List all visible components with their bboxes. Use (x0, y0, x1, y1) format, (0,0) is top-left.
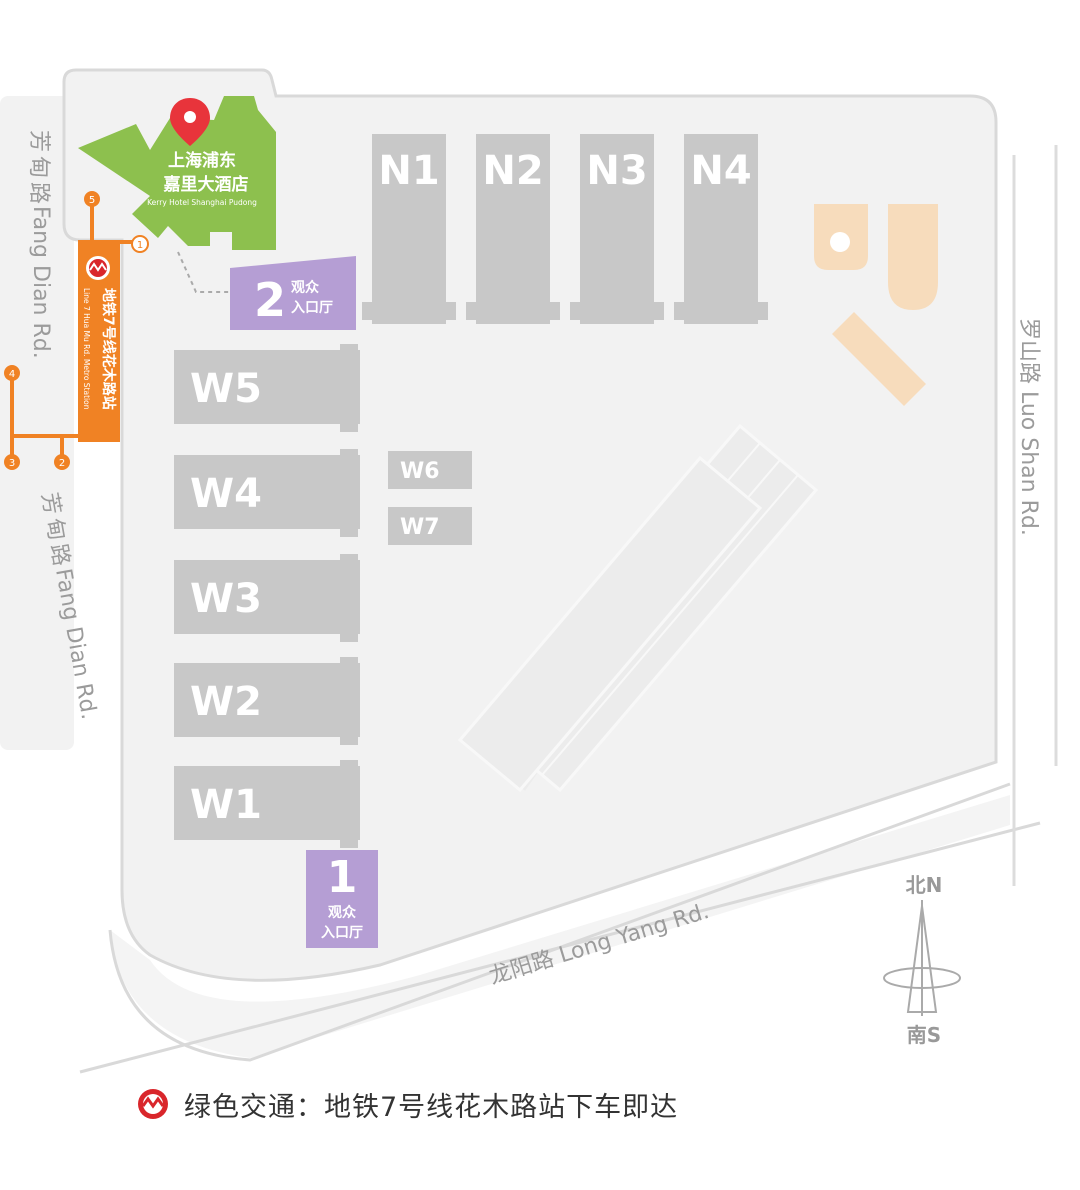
compass-north: 北N (906, 873, 943, 897)
hall-w4: W4 (174, 449, 360, 537)
fang-dian-road-top-cn: 芳甸路 (26, 130, 51, 208)
hall-w1-label: W1 (190, 782, 262, 828)
metro-exit-1: 1 (131, 235, 149, 253)
hall-n2: N2 (466, 134, 560, 324)
entrance-1-line1: 观众 (328, 904, 356, 921)
hall-n2-label: N2 (482, 148, 543, 194)
compass-south: 南S (907, 1023, 941, 1047)
hall-w5: W5 (174, 344, 360, 432)
entrance-2 (230, 256, 356, 330)
location-pin-icon (170, 98, 210, 146)
beige-building-diagonal (832, 312, 926, 406)
hall-w6-label: W6 (400, 459, 440, 484)
metro-exit-2: 2 (54, 454, 70, 470)
hotel-building (78, 96, 276, 250)
beige-building-tall (888, 204, 938, 310)
hotel-name-line2: 嘉里大酒店 (163, 174, 249, 195)
hotel-name-line1: 上海浦东 (168, 150, 236, 171)
fang-dian-road-top-en: Fang Dian Rd. (28, 206, 53, 359)
hall-n4: N4 (674, 134, 768, 324)
hall-w3: W3 (174, 554, 360, 642)
luo-shan-road-label: 罗山路 Luo Shan Rd. (1016, 318, 1041, 536)
hall-w2-label: W2 (190, 679, 262, 725)
hall-w7: W7 (388, 507, 472, 545)
legend-text: 绿色交通：地铁7号线花木路站下车即达 (184, 1091, 679, 1123)
fang-dian-road-area (0, 96, 74, 750)
hall-w2: W2 (174, 657, 360, 745)
hall-w3-label: W3 (190, 576, 262, 622)
entrance-2-line2: 入口厅 (291, 300, 333, 316)
metro-exit-4: 4 (4, 365, 20, 381)
hotel-name-en: Kerry Hotel Shanghai Pudong (147, 198, 257, 207)
venue-outer-edge (108, 782, 1011, 1062)
metro-exit-3-label: 3 (9, 458, 15, 469)
entrance-1 (306, 850, 378, 948)
metro-exit-1-label: 1 (137, 240, 143, 251)
hall-w6: W6 (388, 451, 472, 489)
hall-n4-label: N4 (690, 148, 751, 194)
metro-exit-5-label: 5 (89, 195, 95, 206)
hall-w7-label: W7 (400, 515, 440, 540)
metro-station-name-cn: 地铁7号线花木路站 (100, 288, 117, 410)
hall-w5-label: W5 (190, 366, 262, 412)
long-yang-road-band (110, 795, 1010, 1058)
hall-w1: W1 (174, 760, 360, 848)
entrance-2-line1: 观众 (291, 279, 319, 296)
beige-building-round (814, 204, 868, 270)
metro-exit-2-label: 2 (59, 458, 65, 469)
hall-n3: N3 (570, 134, 664, 324)
legend: 绿色交通：地铁7号线花木路站下车即达 (136, 1084, 678, 1124)
compass-icon (883, 900, 961, 1016)
metro-logo-icon (138, 1089, 168, 1119)
metro-logo-icon (86, 256, 110, 280)
walking-path (177, 251, 232, 293)
metro-exit-4-label: 4 (9, 369, 15, 380)
metro-station-inner (80, 250, 96, 436)
hall-n1: N1 (362, 134, 456, 324)
entrance-1-number: 1 (327, 852, 358, 903)
metro-station-name-en: Line 7 Hua Mu Rd. Metro Station (82, 288, 91, 410)
hall-n1-label: N1 (378, 148, 439, 194)
parking-area (457, 423, 819, 793)
hall-n3-label: N3 (586, 148, 647, 194)
entrance-2-number: 2 (254, 273, 286, 327)
entrance-1-line2: 入口厅 (321, 925, 363, 941)
metro-exit-3: 3 (4, 454, 20, 470)
metro-exit-5: 5 (84, 191, 100, 207)
hall-w4-label: W4 (190, 471, 262, 517)
